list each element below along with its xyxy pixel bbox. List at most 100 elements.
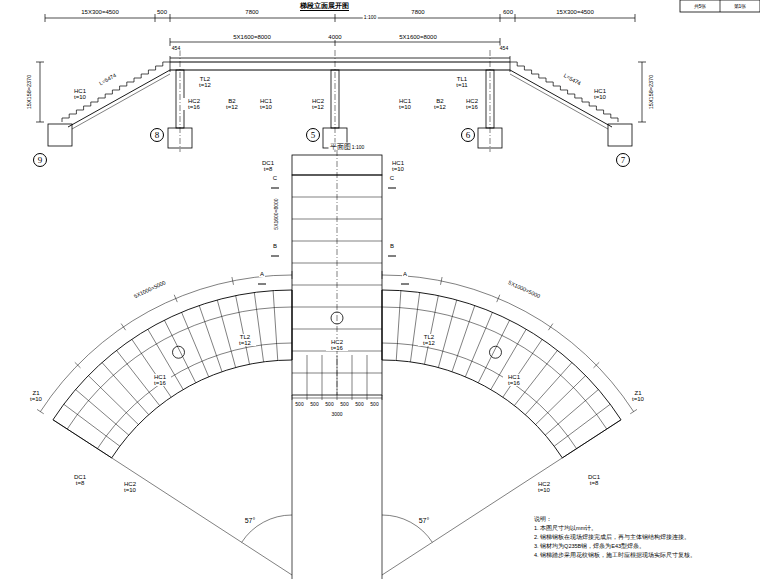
dimension-tick xyxy=(497,295,500,302)
section-mark xyxy=(388,256,396,257)
stair-treads xyxy=(62,62,170,122)
dimension-tick xyxy=(593,362,599,368)
drawing-label: TL1 t=11 xyxy=(451,76,473,88)
division-line xyxy=(307,355,308,395)
beam-end xyxy=(170,56,171,72)
axis-bubble: 9 xyxy=(33,153,47,167)
dimension-tick xyxy=(638,122,646,123)
axis-number: 7 xyxy=(621,156,626,165)
drawing-label: 57° xyxy=(244,517,257,524)
beam-line xyxy=(170,62,510,63)
dimension-tick xyxy=(500,14,501,22)
angle-ray xyxy=(112,458,292,575)
drawing-label: 15X158=2370 xyxy=(649,74,655,110)
drawing-label: 57° xyxy=(418,517,431,524)
stair-outline xyxy=(53,290,292,458)
dimension-tick xyxy=(337,395,338,400)
tread-line xyxy=(53,420,112,458)
dimension-line xyxy=(40,62,41,122)
section-mark xyxy=(388,188,396,189)
drawing-label: 4000 xyxy=(327,34,342,40)
dimension-tick xyxy=(75,362,81,368)
dimension-tick xyxy=(37,409,44,413)
dimension-tick xyxy=(515,14,516,22)
stringer-arc xyxy=(67,307,292,429)
drawing-label: 3000 xyxy=(330,412,343,417)
column-circle xyxy=(489,346,501,358)
tread-line xyxy=(76,390,129,436)
dimension-tick xyxy=(382,395,383,400)
section-mark xyxy=(271,256,279,257)
drawing-label: L=5474 xyxy=(562,73,583,88)
drawing-label: 500 xyxy=(309,402,319,407)
tread-line xyxy=(64,404,120,446)
division-line xyxy=(367,355,368,395)
drawing-label: HC2 t=16 xyxy=(183,98,205,110)
plan-view xyxy=(37,150,637,579)
stair-stringer xyxy=(510,70,612,127)
drawing-label: C xyxy=(389,175,395,181)
drawing-label: HC2 t=10 xyxy=(119,481,141,493)
tread-line xyxy=(88,376,138,425)
column-circle xyxy=(173,346,185,358)
drawing-label: 500 xyxy=(354,402,364,407)
section-mark xyxy=(271,188,279,189)
drawing-label: TL2 t=12 xyxy=(194,76,216,88)
drawing-label: DC1 t=8 xyxy=(583,474,605,486)
drawing-label: C xyxy=(272,175,278,181)
table-line xyxy=(720,0,721,12)
dimension-tick xyxy=(36,122,44,123)
drawing-label: 600 xyxy=(502,9,514,15)
dimension-tick xyxy=(232,277,234,285)
drawing-label: HC1 t=10 xyxy=(69,88,91,100)
tread-line xyxy=(562,420,621,458)
stair-stringer xyxy=(68,70,170,127)
drawing-label: B xyxy=(272,243,278,249)
drawing-label: 5X1000=5000 xyxy=(132,280,167,300)
axis-number: 8 xyxy=(155,131,160,140)
center-line xyxy=(337,150,338,395)
drawing-label: 5X1600=8000 xyxy=(398,34,438,40)
drawing-label: 平面图 xyxy=(329,143,352,150)
drawing-label: 7800 xyxy=(244,9,259,15)
drawing-label: A xyxy=(259,271,265,277)
drawing-label: 500 xyxy=(324,402,334,407)
section-mark xyxy=(401,284,409,285)
stringer-arc xyxy=(97,343,292,449)
dimension-tick xyxy=(335,14,336,22)
beam-line xyxy=(170,58,510,59)
drawing-label: HC1 t=10 xyxy=(394,98,416,110)
tread-line xyxy=(132,339,171,397)
dimension-tick xyxy=(307,395,308,400)
axis-bubble: 8 xyxy=(150,128,164,142)
center-line xyxy=(335,50,336,152)
note-text: 说明： xyxy=(533,517,553,523)
drawing-label: 共5张 xyxy=(693,4,708,9)
drawing-label: 15X300=4500 xyxy=(555,9,595,15)
dimension-tick xyxy=(638,62,646,63)
drawing-label: HC2 t=16 xyxy=(326,339,348,351)
center-line xyxy=(180,50,181,152)
note-text: 3. 钢材均为Q235B钢，焊条为E43型焊条。 xyxy=(533,544,646,550)
dimension-tick xyxy=(548,324,552,331)
dimension-tick xyxy=(174,295,177,302)
tread-line xyxy=(102,363,149,415)
dimension-tick xyxy=(630,409,637,413)
drawing-label: 15X158=2370 xyxy=(27,74,33,110)
dimension-arc xyxy=(382,275,634,412)
division-line xyxy=(352,355,353,395)
drawing-label: DC1 t=8 xyxy=(69,474,91,486)
stringer-arc xyxy=(382,343,577,449)
axis-bubble: 7 xyxy=(616,153,630,167)
drawing-label: 500 xyxy=(156,9,168,15)
drawing-label: HC1 t=10 xyxy=(255,98,277,110)
note-text: 2. 钢梯钢板在现场焊接完成后，再与主体钢结构焊接连接。 xyxy=(533,535,691,541)
axis-bubble: 5 xyxy=(306,128,320,142)
drawing-label: 454 xyxy=(499,46,509,51)
axis-bubble: 6 xyxy=(461,128,475,142)
tread-line xyxy=(465,312,492,377)
tread-line xyxy=(292,290,293,360)
drawing-label: 500 xyxy=(294,402,304,407)
